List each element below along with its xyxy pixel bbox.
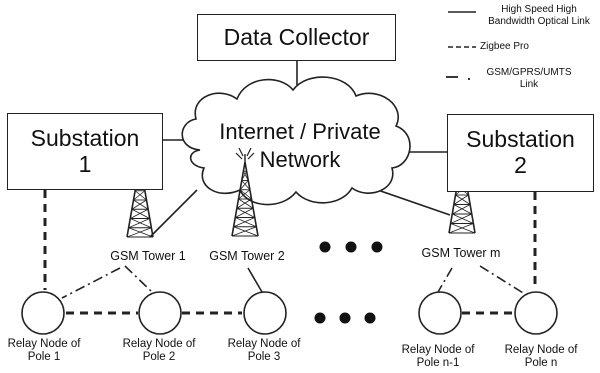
relay-node-pole-1 [21, 291, 65, 335]
substation-1-box: Substation 1 [7, 113, 163, 190]
cloud-label-line1: Internet / Private [219, 119, 381, 144]
relay-node-2-label: Relay Node of Pole 2 [122, 338, 196, 364]
gsm-link-towerm-noden [479, 265, 529, 297]
legend-zigbee-text: Zigbee Pro [480, 41, 529, 52]
data-collector-label: Data Collector [223, 23, 370, 50]
legend-optical-text: High Speed High Bandwidth Optical Link [488, 4, 590, 27]
substation-2-box: Substation 2 [447, 114, 594, 192]
substation-1-label: Substation [30, 124, 140, 151]
relay-node-pole-n-1 [418, 291, 462, 335]
relay-node-n-1-label: Relay Node of Pole n-1 [401, 344, 475, 370]
ellipsis-dot [314, 312, 326, 324]
optical-link-towerm-cloud [371, 187, 451, 216]
data-collector-box: Data Collector [197, 14, 396, 61]
substation-2-label: Substation [466, 126, 575, 153]
cloud-label-line2: Network [259, 146, 341, 172]
ellipsis-dot [345, 241, 357, 253]
relay-node-1-label: Relay Node of Pole 1 [7, 338, 81, 364]
ellipsis-dot [371, 241, 383, 253]
ellipsis-dot [319, 241, 331, 253]
relay-node-pole-2 [138, 291, 182, 335]
gsm-link-tower1-node2 [124, 265, 153, 293]
substation-2-number: 2 [514, 152, 527, 178]
gsm-link-tower2-node3 [247, 267, 263, 293]
relay-node-n-label: Relay Node of Pole n [504, 344, 578, 370]
gsm-link-towerm-noden1 [437, 267, 453, 293]
ellipsis-dot [364, 312, 376, 324]
ellipsis-dot [339, 312, 351, 324]
tower-1-label: GSM Tower 1 [110, 249, 186, 263]
gsm-link-tower1-node1 [61, 267, 121, 299]
legend-gsm-text: GSM/GPRS/UMTS Link [486, 67, 572, 90]
cloud-label: Internet / Private Network [190, 118, 410, 173]
tower-2-label: GSM Tower 2 [209, 249, 285, 263]
optical-link-tower1-cloud [149, 189, 198, 238]
gsm-tower-2 [231, 147, 259, 237]
relay-node-3-label: Relay Node of Pole 3 [227, 338, 301, 364]
substation-1-number: 1 [78, 150, 92, 177]
tower-m-label: GSM Tower m [421, 246, 501, 260]
relay-node-pole-n [514, 291, 558, 335]
relay-node-pole-3 [243, 291, 287, 335]
